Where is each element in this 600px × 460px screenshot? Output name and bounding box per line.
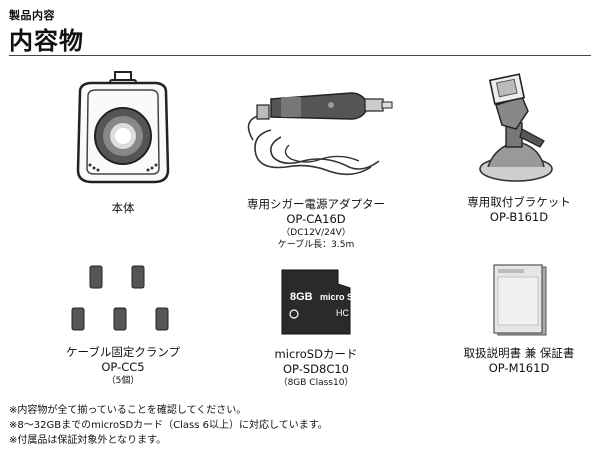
item-label: ケーブル固定クランプ	[66, 345, 180, 359]
dashcam-icon	[76, 71, 170, 184]
manual-icon	[493, 264, 547, 336]
item-note: （5個）	[106, 376, 140, 386]
power-adapter-icon	[247, 92, 393, 176]
page-title: 内容物	[9, 27, 84, 55]
item-note: （8GB Class10）	[278, 378, 354, 388]
item-code: OP-SD8C10	[282, 362, 350, 376]
item-code: OP-B161D	[489, 210, 549, 224]
item-camera-body: 本体	[23, 70, 223, 216]
microsd-card-icon: 8GB micro SD HC	[281, 269, 356, 335]
item-cable-clamps: ケーブル固定クランプ OP-CC5 （5個）	[23, 262, 223, 387]
item-power-adapter: 専用シガー電源アダプター OP-CA16D （DC12V/24V） ケーブル長：…	[216, 75, 416, 251]
item-manual: 取扱説明書 兼 保証書 OP-M161D	[419, 263, 600, 376]
item-label: microSDカード	[274, 347, 358, 361]
header-subtitle: 製品内容	[9, 9, 55, 22]
sd-brand-text: micro SD	[320, 292, 356, 302]
item-bracket: 専用取付ブラケット OP-B161D	[419, 71, 600, 225]
footnote: ※付属品は保証対象外となります。	[9, 435, 167, 446]
footnotes: ※内容物が全て揃っていることを確認してください。 ※8～32GBまでのmicro…	[9, 403, 328, 448]
bracket-icon	[479, 73, 553, 182]
item-code: OP-CC5	[101, 360, 145, 374]
item-label: 専用取付ブラケット	[467, 195, 571, 209]
cable-clamp-icon	[71, 265, 169, 331]
footnote: ※内容物が全て揃っていることを確認してください。	[9, 405, 247, 416]
sd-hc-text: HC	[336, 308, 349, 318]
item-code: OP-CA16D	[286, 212, 346, 226]
item-label: 取扱説明書 兼 保証書	[463, 346, 575, 360]
item-note: （DC12V/24V）	[281, 228, 351, 238]
sd-capacity-text: 8GB	[290, 291, 313, 303]
header-divider	[9, 55, 591, 56]
item-code: OP-M161D	[488, 361, 550, 375]
item-microsd: 8GB micro SD HC microSDカード OP-SD8C10 （8G…	[216, 266, 416, 389]
footnote: ※8～32GBまでのmicroSDカード（Class 6以上）に対応しています。	[9, 420, 328, 431]
item-note: ケーブル長：3.5m	[277, 240, 355, 250]
item-label: 専用シガー電源アダプター	[247, 197, 385, 211]
class10-icon	[289, 309, 299, 319]
item-label: 本体	[111, 201, 135, 215]
